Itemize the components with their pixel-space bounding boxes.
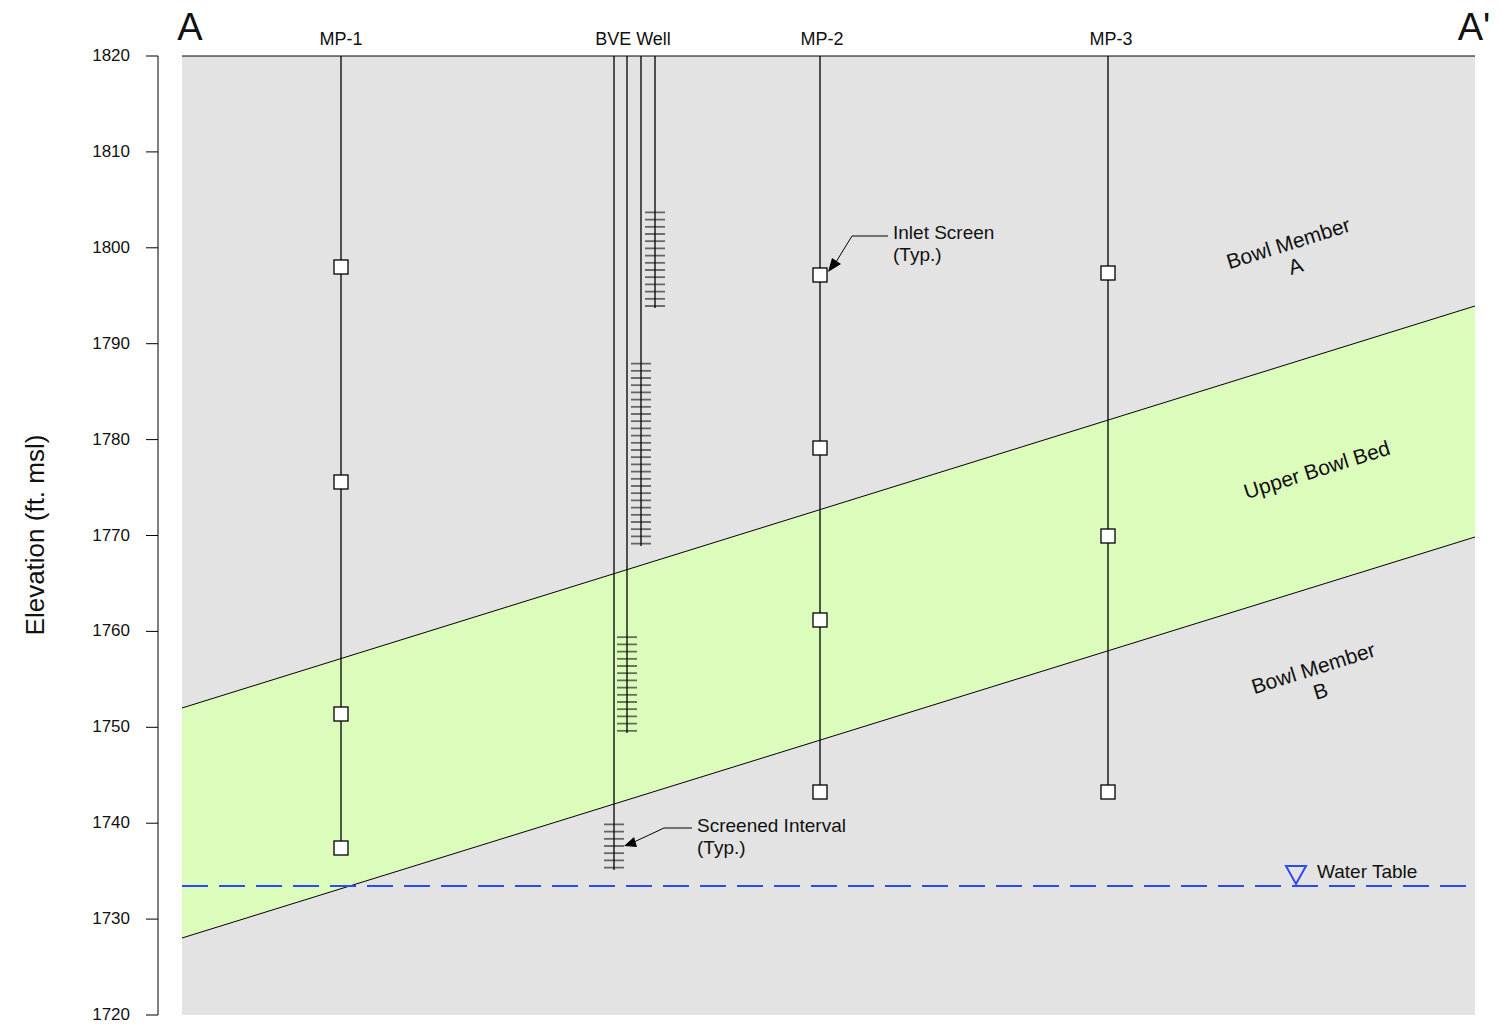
water-table-line [182,885,1475,887]
tick-label: 1810 [92,142,130,162]
tick-label: 1750 [92,718,130,738]
well-name: MP-2 [800,29,843,50]
y-ticks [146,56,158,1015]
geologic-unit: Bowl Member B [182,56,1475,1015]
leader-lines [624,236,888,847]
callout-text: Screened Interval (Typ.) [697,815,872,859]
well-name: BVE Well [595,29,671,50]
contact-line [182,537,1475,938]
bve-well [604,56,665,870]
section-end: A [177,6,202,50]
tick-label: 1720 [92,1005,130,1025]
axis-title: Elevation (ft. msl) [21,435,51,636]
section-end: A' [1458,6,1491,50]
water-table-symbol [1286,866,1306,884]
callout-text: Inlet Screen (Typ.) [893,222,1013,266]
monitoring-points [334,56,1115,855]
contact-line [182,306,1475,708]
ground-line [182,56,1475,57]
tick-label: 1760 [92,622,130,642]
tick-label: 1820 [92,46,130,66]
tick-label: 1730 [92,909,130,929]
well-name: MP-3 [1089,29,1132,50]
well-name: MP-1 [319,29,362,50]
tick-label: 1780 [92,430,130,450]
unit-fill [182,56,1475,1015]
tick-label: 1770 [92,526,130,546]
tick-label: 1800 [92,238,130,258]
tick-label: 1740 [92,813,130,833]
water-table-label: Water Table [1317,861,1417,883]
tick-label: 1790 [92,334,130,354]
